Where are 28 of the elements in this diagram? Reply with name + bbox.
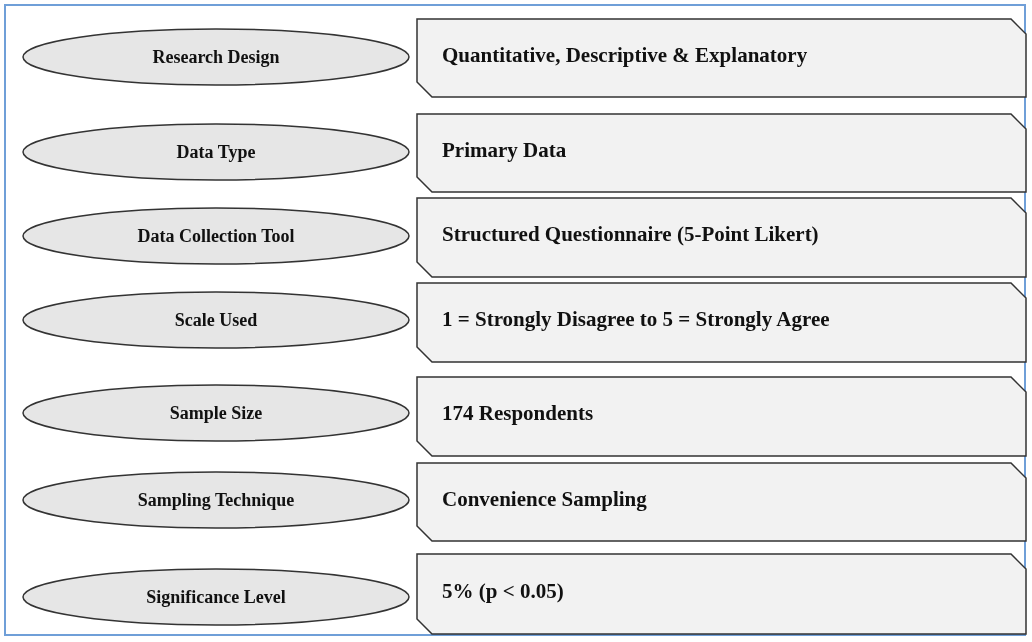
- node-label: Sample Size: [169, 402, 263, 424]
- node-label: Data Type: [176, 141, 256, 163]
- chamfered-box: [416, 376, 1027, 457]
- node-label: 5% (p < 0.05): [441, 578, 564, 605]
- chamfered-box: [416, 553, 1027, 635]
- chamfered-box: [416, 113, 1027, 193]
- chamfered-box: [416, 18, 1027, 98]
- oval-node: [22, 568, 410, 626]
- oval-node: [22, 207, 410, 265]
- node-label: Convenience Sampling: [441, 486, 647, 513]
- oval-node: [22, 123, 410, 181]
- node-label: Sampling Technique: [137, 489, 295, 511]
- oval-node: [22, 28, 410, 86]
- node-label: Significance Level: [146, 586, 286, 608]
- node-label: Data Collection Tool: [137, 225, 295, 247]
- oval-node: [22, 471, 410, 529]
- node-label: Quantitative, Descriptive & Explanatory: [441, 42, 808, 69]
- node-label: Scale Used: [174, 309, 258, 331]
- chamfered-box: [416, 282, 1027, 363]
- oval-node: [22, 384, 410, 442]
- oval-node: [22, 291, 410, 349]
- node-label: Structured Questionnaire (5-Point Likert): [441, 222, 819, 248]
- node-label: 1 = Strongly Disagree to 5 = Strongly Agree: [441, 307, 830, 333]
- node-label: 174 Respondents: [441, 401, 594, 427]
- chamfered-box: [416, 462, 1027, 542]
- node-label: Primary Data: [441, 137, 567, 164]
- node-label: Research Design: [152, 46, 280, 68]
- chamfered-box: [416, 197, 1027, 278]
